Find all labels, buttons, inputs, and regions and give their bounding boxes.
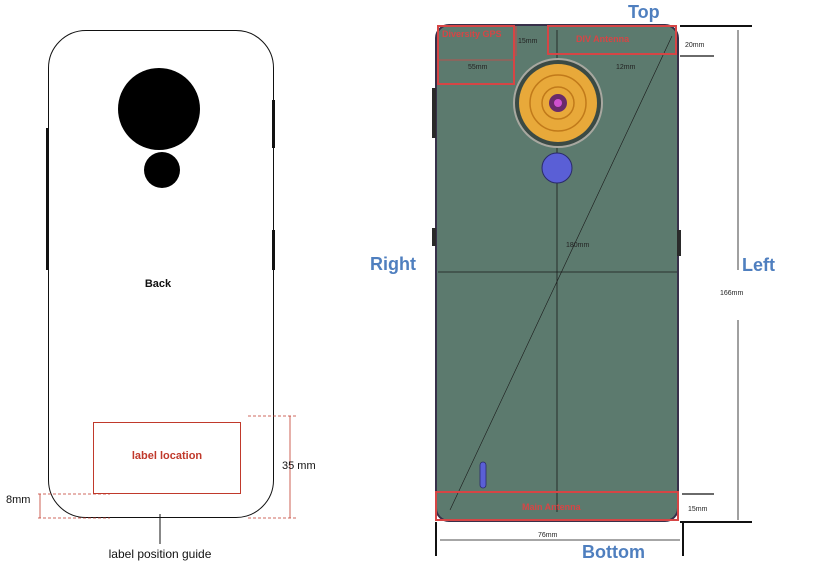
- back-label: Back: [144, 278, 172, 290]
- side-button-right-upper: [272, 100, 275, 148]
- side-button-right-lower: [272, 230, 275, 270]
- dimension-20mm: 20mm: [685, 42, 705, 49]
- dimension-35mm: 35 mm: [282, 460, 316, 472]
- label-position-guide-caption: label position guide: [108, 547, 212, 561]
- side-label-left: Left: [742, 255, 775, 275]
- antenna-label-diversity-gps: Diversity GPS: [442, 29, 502, 39]
- dimension-8mm: 8mm: [6, 494, 31, 506]
- dimension-12mm: 12mm: [616, 64, 636, 71]
- dimension-76mm: 76mm: [538, 532, 558, 539]
- side-label-right: Right: [370, 254, 416, 274]
- label-location-box: [93, 422, 241, 494]
- dimension-15mm-top: 15mm: [518, 38, 538, 45]
- dimension-166mm: 166mm: [720, 290, 744, 297]
- antenna-label-main: Main Antenna: [522, 502, 581, 512]
- antenna-label-div: DIV Antenna: [576, 34, 630, 44]
- side-label-bottom: Bottom: [582, 542, 645, 562]
- side-label-top: Top: [628, 2, 660, 22]
- camera-secondary-icon: [144, 152, 180, 188]
- label-location-text: label location: [131, 450, 203, 462]
- camera-main-icon: [118, 68, 200, 150]
- dimension-180mm: 180mm: [566, 242, 590, 249]
- dimension-15mm-bottom: 15mm: [688, 506, 708, 513]
- side-button-left: [46, 128, 49, 270]
- dimension-55mm: 55mm: [468, 64, 488, 71]
